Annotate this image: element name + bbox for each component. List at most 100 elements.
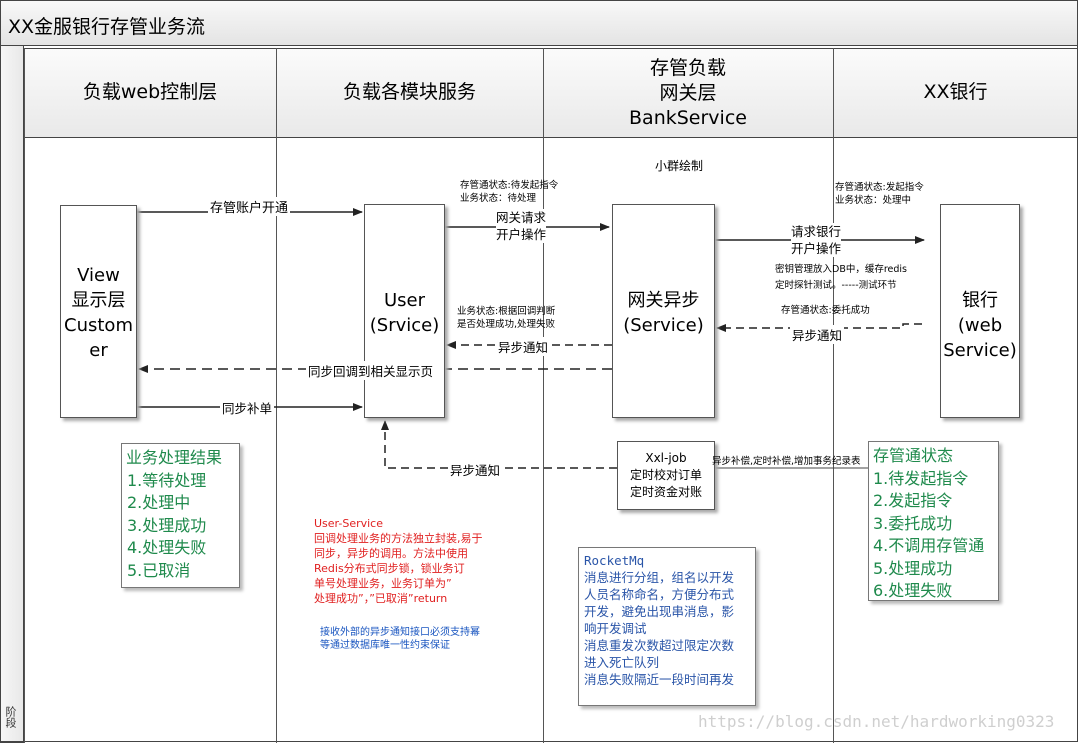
rocketmq-box: RocketMq 消息进行分组，组名以开发 人员名称命名，方便分布式 开发，避免… [578, 547, 756, 706]
custody-status-item: 4.不调用存管通 [873, 536, 985, 555]
business-result-title: 业务处理结果 [126, 448, 223, 467]
note-line: 同步，异步的调用。方法中使用 [314, 547, 468, 560]
lane-header-gateway: 存管负载 网关层 BankService [543, 56, 833, 131]
lane-divider [833, 48, 834, 743]
rocketmq-line: 消息重发次数超过限定次数 [584, 638, 735, 653]
flow-label-line: 开户操作 [496, 227, 547, 242]
note-line: 密钥管理放入DB中，缓存redis [775, 264, 907, 275]
flow-label-bank-request: 请求银行 开户操作 [791, 223, 842, 257]
note-line: 接收外部的异步通知接口必须支持幂 [320, 627, 480, 638]
flow-label-gateway-request: 网关请求 开户操作 [496, 209, 547, 243]
node-line: Custom [64, 315, 133, 336]
lane-header-line: BankService [629, 107, 747, 129]
lane-divider [276, 48, 277, 743]
node-line: er [89, 340, 108, 361]
flow-label-job-async-notify: 异步通知 [448, 460, 503, 479]
lane-divider [543, 48, 544, 743]
lane-header-line: 网关层 [659, 82, 717, 104]
flow-label-bank-async-notify: 异步通知 [790, 325, 845, 344]
flow-label-line: 请求银行 [791, 224, 842, 239]
business-result-item: 5.已取消 [127, 560, 191, 580]
watermark: https://blog.csdn.net/hardworking0323 [698, 712, 1055, 731]
author-note: 小群绘制 [655, 159, 704, 173]
node-line: Service) [943, 340, 1017, 361]
node-line: (Service) [623, 315, 704, 336]
note-line: 业务状态:根据回调判断 [457, 306, 556, 317]
node-line: User [383, 290, 426, 311]
lane-header-line: 负载web控制层 [82, 81, 218, 103]
lane-header-modules: 负载各模块服务 [276, 80, 543, 105]
flow-label-line: 开户操作 [791, 241, 842, 256]
rocketmq-line: 响开发调试 [584, 621, 647, 636]
diagram-title: XX金服银行存管业务流 [8, 16, 206, 38]
node-line: 网关异步 [627, 290, 700, 311]
note-line: 存管通状态:待发起指令 [460, 180, 559, 191]
custody-status-box: 存管通状态 1.待发起指令 2.发起指令 3.委托成功 4.不调用存管通 5.处… [868, 441, 999, 601]
arrow-bank-async-notify [716, 323, 922, 332]
custody-status-item: 5.处理成功 [873, 558, 953, 578]
note-line: 业务状态：处理中 [835, 195, 912, 206]
arrow-job-async-notify [381, 420, 617, 469]
lane-header-line: 负载各模块服务 [342, 81, 476, 103]
node-line: (Srvice) [369, 315, 440, 336]
lane-header-line: 存管负载 [649, 57, 726, 79]
note-entrust-success: 存管通状态:委托成功 [781, 305, 870, 316]
view-node: View 显示层 Custom er [60, 205, 137, 418]
business-result-item: 2.处理中 [127, 493, 191, 512]
note-line: 处理成功”，”已取消”return [314, 592, 448, 605]
rocketmq-line: 人员名称命名，方便分布式 [584, 587, 735, 602]
rocketmq-line: 进入死亡队列 [584, 655, 660, 670]
note-key-management: 密钥管理放入DB中，缓存redis 定时探针测试。-----测试环节 [775, 262, 907, 294]
lane-header-line: XX银行 [923, 81, 988, 103]
node-line: Xxl-job [645, 451, 687, 465]
lane-header-row [24, 48, 1078, 138]
flow-label-sync-supplement: 同步补单 [220, 398, 275, 417]
gateway-async-node: 网关异步 (Service) [612, 204, 715, 418]
note-line: 回调处理业务的方法独立封装,易于 [314, 532, 483, 545]
node-line: 显示层 [71, 290, 126, 311]
note-gateway-status: 存管通状态:待发起指令 业务状态：待处理 [460, 179, 558, 205]
custody-status-item: 1.待发起指令 [873, 468, 969, 488]
note-line: 是否处理成功,处理失败 [457, 319, 556, 330]
note-line: 等通过数据库唯一性约束保证 [320, 640, 450, 651]
business-result-item: 4.处理失败 [127, 538, 207, 557]
note-line: 存管通状态:发起指令 [835, 182, 924, 193]
xxl-job-node: Xxl-job 定时校对订单 定时资金对账 [617, 441, 715, 510]
flow-label-compensation: 异步补偿,定时补偿,增加事务纪录表 [712, 456, 861, 467]
business-result-item: 1.等待处理 [127, 470, 207, 490]
note-line: 单号处理业务，业务订单为” [314, 577, 452, 590]
idempotent-note: 接收外部的异步通知接口必须支持幂 等通过数据库唯一性约束保证 [320, 626, 480, 652]
rocketmq-title: RocketMq [584, 553, 645, 568]
note-line: 业务状态：待处理 [460, 193, 537, 204]
note-bank-status: 存管通状态:发起指令 业务状态：处理中 [835, 181, 924, 207]
custody-status-title: 存管通状态 [873, 446, 954, 465]
flow-label-line: 网关请求 [496, 210, 547, 225]
node-line: 银行 [962, 290, 998, 311]
note-line: User-Service [314, 517, 383, 530]
note-line: Redis分布式同步锁，锁业务订 [314, 562, 465, 575]
lane-header-bank: XX银行 [833, 80, 1078, 105]
custody-status-item: 2.发起指令 [873, 491, 953, 510]
flow-label-gateway-async-notify: 异步通知 [496, 337, 551, 356]
node-line: 定时资金对账 [629, 485, 702, 499]
user-service-node: User (Srvice) [364, 204, 445, 418]
lane-header-web: 负载web控制层 [24, 80, 276, 105]
lane-divider [24, 48, 25, 743]
business-result-item: 3.处理成功 [127, 515, 207, 535]
rocketmq-line: 开发，避免出现串消息，影 [584, 604, 735, 619]
note-judge-result: 业务状态:根据回调判断 是否处理成功,处理失败 [457, 305, 555, 331]
node-line: View [77, 265, 120, 286]
flow-label-open-account: 存管账户开通 [208, 197, 291, 216]
business-result-box: 业务处理结果 1.等待处理 2.处理中 3.处理成功 4.处理失败 5.已取消 [121, 443, 240, 588]
flow-label-sync-callback: 同步回调到相关显示页 [306, 361, 436, 380]
bank-node: 银行 (web Service) [940, 204, 1020, 418]
node-line: (web [957, 315, 1003, 336]
rocketmq-line: 消息失败隔近一段时间再发 [584, 672, 735, 687]
user-service-note: User-Service 回调处理业务的方法独立封装,易于 同步，异步的调用。方… [314, 516, 483, 606]
custody-status-item: 3.委托成功 [873, 513, 953, 533]
note-line: 定时探针测试。-----测试环节 [775, 280, 897, 291]
custody-status-item: 6.处理失败 [873, 581, 953, 600]
rocketmq-line: 消息进行分组，组名以开发 [584, 570, 735, 585]
node-line: 定时校对订单 [629, 468, 702, 482]
